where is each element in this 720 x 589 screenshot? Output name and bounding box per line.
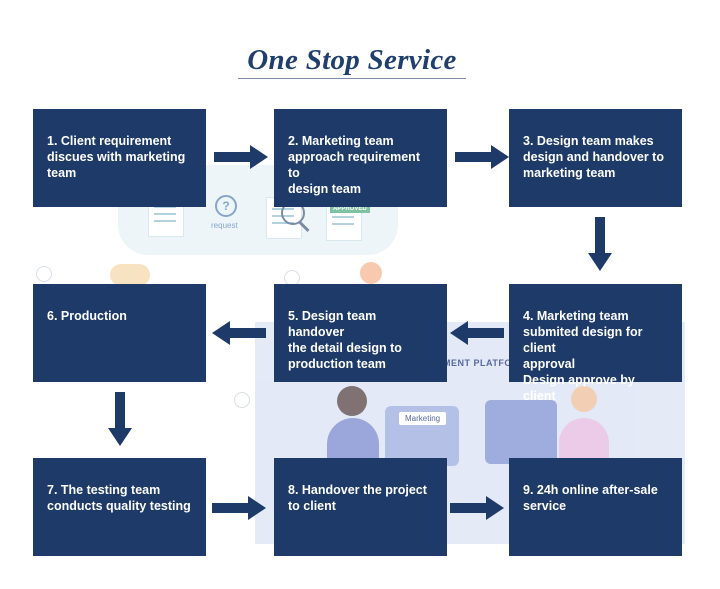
puzzle-label: Marketing	[399, 412, 447, 425]
step-3-text-line: marketing team	[523, 166, 616, 180]
step-box-3: 3. Design team makes design and handover …	[509, 109, 682, 207]
step-box-1: 1. Client requirement discues with market…	[33, 109, 206, 207]
request-label: request	[211, 221, 238, 230]
step-box-9: 9. 24h online after-sale service	[509, 458, 682, 556]
step-box-6: 6. Production	[33, 284, 206, 382]
arrow-down-3-to-4	[588, 217, 612, 271]
step-3-text-line: 3. Design team makes	[523, 134, 654, 148]
step-box-7: 7. The testing team conducts quality test…	[33, 458, 206, 556]
step-1-text-line: team	[47, 166, 77, 180]
decorative-ring	[234, 392, 250, 408]
step-2-text-line: approach requirement to	[288, 150, 420, 180]
arrow-down-6-to-7	[108, 392, 132, 446]
step-1-text-line: discues with marketing	[47, 150, 186, 164]
step-8-text-line: 8. Handover the project	[288, 483, 427, 497]
step-2-text-line: design team	[288, 182, 361, 196]
step-9-text-line: 9. 24h online after-sale	[523, 483, 658, 497]
step-4-text-line: Design approve by client	[523, 373, 635, 403]
arrow-left-4-to-5	[450, 321, 504, 345]
step-box-2: 2. Marketing team approach requirement to…	[274, 109, 447, 207]
step-box-4: 4. Marketing team submited design for cli…	[509, 284, 682, 403]
step-8-text-line: to client	[288, 499, 336, 513]
person-illustration	[337, 386, 367, 416]
arrow-right-7-to-8	[212, 496, 266, 520]
title-underline	[238, 78, 466, 79]
question-icon: ?	[215, 195, 237, 217]
puzzle-piece-icon	[385, 406, 459, 466]
step-3-text-line: design and handover to	[523, 150, 664, 164]
step-1-text-line: 1. Client requirement	[47, 134, 172, 148]
step-5-text-line: the detail design to	[288, 341, 402, 355]
arrow-right-8-to-9	[450, 496, 504, 520]
step-2-text-line: 2. Marketing team	[288, 134, 394, 148]
step-7-text-line: 7. The testing team	[47, 483, 161, 497]
platform-label: MENT PLATFOR	[443, 358, 519, 368]
step-6-text-line: 6. Production	[47, 309, 127, 323]
step-9-text-line: service	[523, 499, 567, 513]
arrow-right-1-to-2	[214, 145, 268, 169]
arrow-right-2-to-3	[455, 145, 509, 169]
arrow-left-5-to-6	[212, 321, 266, 345]
step-box-5: 5. Design team handover the detail design…	[274, 284, 447, 382]
step-box-8: 8. Handover the project to client	[274, 458, 447, 556]
puzzle-piece-icon	[485, 400, 557, 464]
decorative-blob	[110, 264, 150, 286]
step-7-text-line: conducts quality testing	[47, 499, 191, 513]
diagram-title: One Stop Service	[247, 44, 457, 76]
step-4-text-line: 4. Marketing team	[523, 309, 629, 323]
step-5-text-line: 5. Design team handover	[288, 309, 377, 339]
decorative-ring	[36, 266, 52, 282]
step-5-text-line: production team	[288, 357, 386, 371]
step-4-text-line: approval	[523, 357, 576, 371]
step-4-text-line: submited design for client	[523, 325, 643, 355]
decorative-avatar	[360, 262, 382, 284]
